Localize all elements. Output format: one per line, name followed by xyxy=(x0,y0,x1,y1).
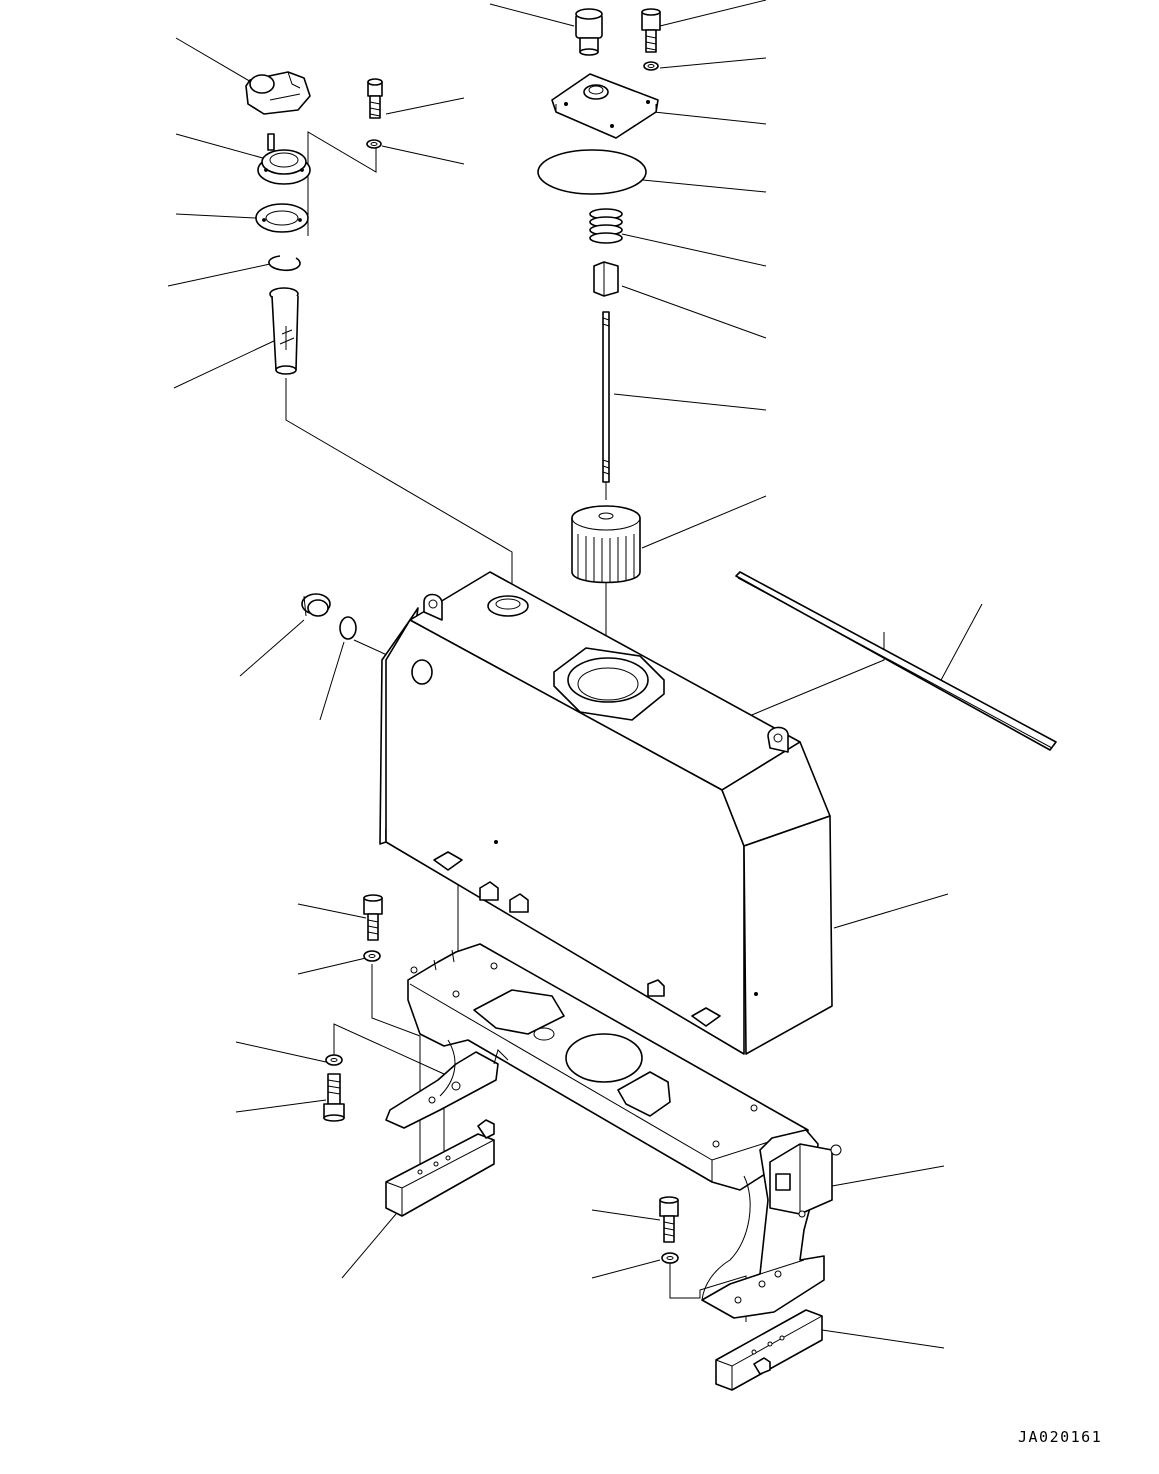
filler-cap-icon xyxy=(245,71,311,115)
filter-rod-icon xyxy=(602,311,610,483)
plug-o-ring-icon xyxy=(339,616,357,640)
breather-icon xyxy=(575,8,603,56)
frame-bolt-icon xyxy=(659,1196,679,1243)
drain-plug-icon xyxy=(301,593,331,617)
right-cushion-block-icon xyxy=(715,1309,823,1391)
bracket-bolt-icon xyxy=(323,1073,345,1122)
cap-bolt-washer-icon xyxy=(366,139,382,149)
cap-bolt-icon xyxy=(367,78,383,119)
cover-bolt-washer-icon xyxy=(643,61,659,71)
filler-flange-icon xyxy=(257,133,311,185)
tank-bolt-washer-icon xyxy=(363,950,381,962)
cover-bolt-icon xyxy=(641,8,661,53)
spring-icon xyxy=(589,208,623,244)
frame-bolt-washer-icon xyxy=(661,1252,679,1264)
seal-strip-icon xyxy=(735,571,1057,751)
filter-cover-icon xyxy=(551,73,659,139)
right-lamp-bracket-icon xyxy=(769,1143,842,1218)
bracket-washer-icon xyxy=(325,1054,343,1066)
o-ring-icon xyxy=(537,149,647,195)
left-bracket-icon xyxy=(385,1039,509,1129)
figure-code: JA020161 xyxy=(1018,1428,1103,1446)
leader-lines xyxy=(167,0,983,1349)
left-cushion-block-icon xyxy=(385,1119,495,1217)
tank-bolt-icon xyxy=(363,894,383,941)
return-filter-element-icon xyxy=(571,505,641,584)
mounting-frame-icon xyxy=(407,943,809,1191)
snap-ring-icon xyxy=(268,255,301,272)
flange-gasket-icon xyxy=(255,203,309,233)
spring-seat-nut-icon xyxy=(593,261,619,297)
hydraulic-tank-icon xyxy=(379,571,833,1055)
filler-strainer-tube-icon xyxy=(269,287,299,375)
